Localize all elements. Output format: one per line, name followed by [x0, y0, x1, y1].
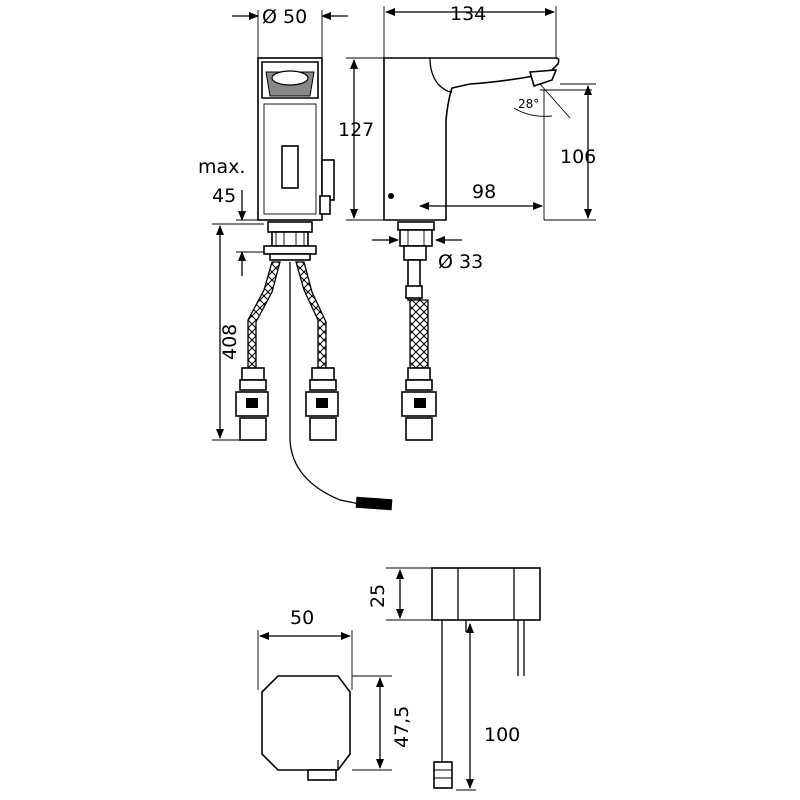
left-hose [247, 261, 281, 381]
mount-washer [269, 253, 311, 261]
left-fitting-ring [239, 379, 267, 391]
spout-curve [429, 57, 453, 93]
box-outline [261, 675, 351, 771]
mount-plate [263, 245, 317, 255]
right-fitting-nut [311, 367, 335, 381]
dim-shank-diameter: Ø 33 [438, 251, 483, 273]
dim-spout-reach: 98 [472, 181, 496, 203]
base-nut [267, 221, 313, 233]
sensor-cable [289, 262, 361, 505]
front-view: Ø 50 max. 45 408 [198, 6, 393, 511]
right-fitting-ring [309, 379, 337, 391]
shank-thread [399, 229, 433, 247]
box-side-outline [431, 567, 541, 621]
control-box-top: 50 47,5 [257, 607, 413, 781]
tap-body-side [383, 57, 560, 221]
dim-spout-height: 106 [560, 146, 596, 168]
sensor-lens [271, 70, 309, 86]
dim-top-width: 134 [450, 3, 486, 25]
left-fitting-end [239, 417, 267, 441]
side-view: 28° 134 127 106 98 [338, 3, 596, 441]
cable-plug [433, 761, 453, 789]
right-fitting-dark [316, 398, 328, 408]
dim-max-label: max. [198, 156, 245, 178]
indicator-window [281, 145, 299, 189]
right-fitting-end [309, 417, 337, 441]
dim-max-value: 45 [212, 185, 236, 207]
spout-tip [528, 69, 558, 88]
dim-cable-length: 100 [484, 724, 520, 746]
dim-box-depth: 47,5 [391, 706, 413, 748]
side-fitting-end [405, 417, 433, 441]
left-fitting-nut [241, 367, 265, 381]
side-fitting-dark [414, 398, 426, 408]
angle-arc [513, 107, 553, 117]
shank-top [397, 221, 435, 231]
dim-box-width: 50 [290, 607, 314, 629]
box-connector [307, 769, 337, 781]
base-thread [271, 231, 309, 247]
dim-top-diameter: Ø 50 [262, 6, 307, 28]
right-hose [295, 261, 327, 381]
shank-collar [405, 285, 423, 299]
dim-spout-angle: 28° [518, 97, 539, 111]
body-panel [263, 103, 317, 215]
lever-base [319, 195, 331, 215]
side-fitting-ring [405, 379, 433, 391]
control-box-side: 25 100 [367, 567, 541, 791]
left-fitting-dark [246, 398, 258, 408]
side-fitting-nut [407, 367, 431, 381]
dim-body-height: 127 [338, 119, 374, 141]
dim-hose-length: 408 [219, 324, 241, 360]
side-screw [388, 193, 394, 199]
shank-nut [403, 245, 427, 261]
cable-connector [355, 496, 393, 511]
dim-box-height: 25 [367, 584, 389, 608]
side-lever [321, 159, 335, 201]
